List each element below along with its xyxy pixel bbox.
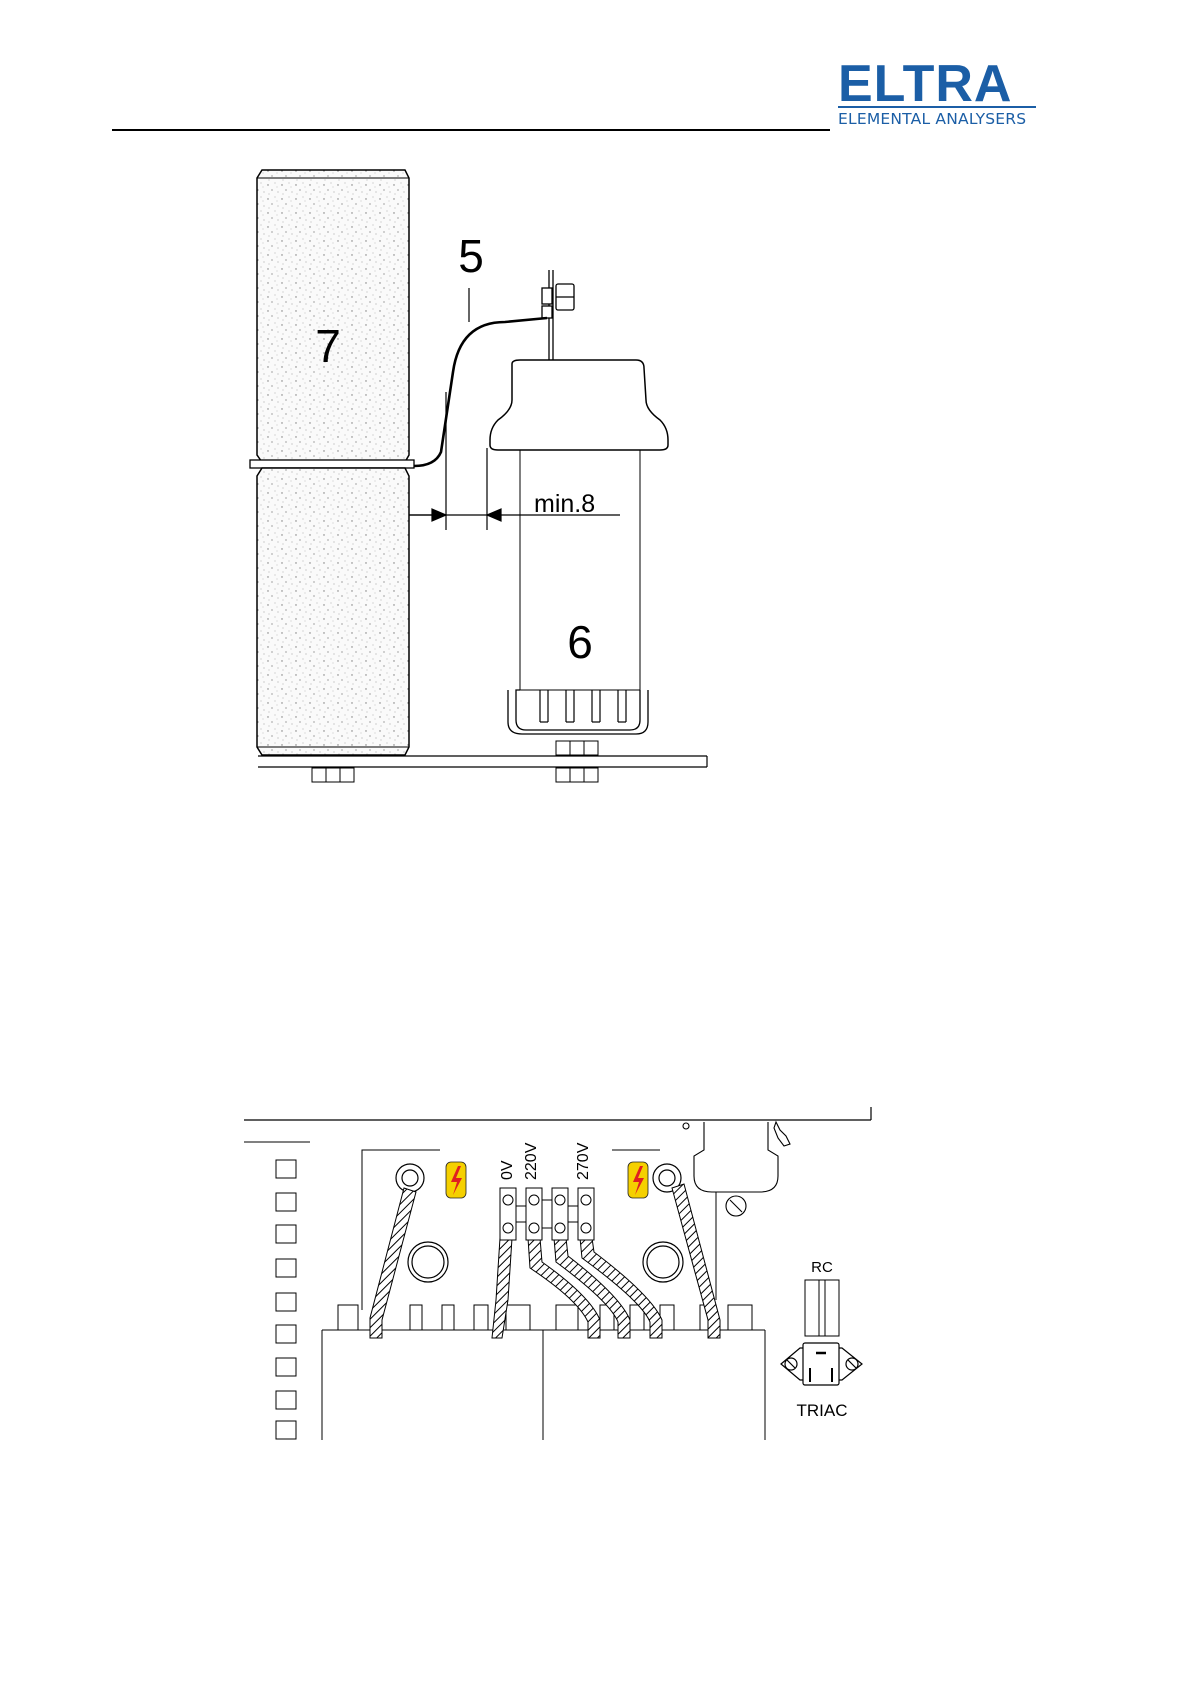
insulator-nut — [556, 741, 598, 755]
label-dimension: min.8 — [534, 490, 595, 518]
heater-clip-figure: 7 5 6 min.8 — [0, 0, 1191, 820]
terminal-bolt — [542, 270, 574, 360]
terminal-label-0v: 0V — [499, 1160, 516, 1180]
heating-element-upper — [257, 170, 409, 462]
base-nut-right — [556, 768, 598, 782]
mounting-bosses — [408, 1242, 683, 1282]
terminal-label-220v: 220V — [523, 1142, 540, 1180]
transformer-blocks — [322, 1305, 765, 1440]
label-part-7: 7 — [315, 320, 341, 372]
base-nut-left — [312, 768, 354, 782]
eyelet-left — [396, 1164, 424, 1192]
separator-plate — [250, 460, 414, 468]
lightning-bolt-icon — [628, 1162, 648, 1198]
label-part-6: 6 — [567, 616, 593, 668]
eyelet-right — [653, 1164, 681, 1192]
insulator-6 — [490, 360, 668, 734]
cables — [370, 1184, 720, 1338]
heating-element-lower — [257, 468, 409, 755]
label-part-5: 5 — [458, 230, 484, 282]
rc-label: RC — [811, 1259, 833, 1276]
terminal-label-270v: 270V — [575, 1142, 592, 1180]
fuse-holder — [683, 1122, 790, 1216]
indicator-squares — [276, 1160, 296, 1439]
lightning-bolt-icon — [446, 1162, 466, 1198]
triac-component — [781, 1343, 862, 1385]
terminal-block — [500, 1188, 594, 1240]
rc-component — [805, 1280, 839, 1336]
triac-label: TRIAC — [797, 1401, 848, 1420]
